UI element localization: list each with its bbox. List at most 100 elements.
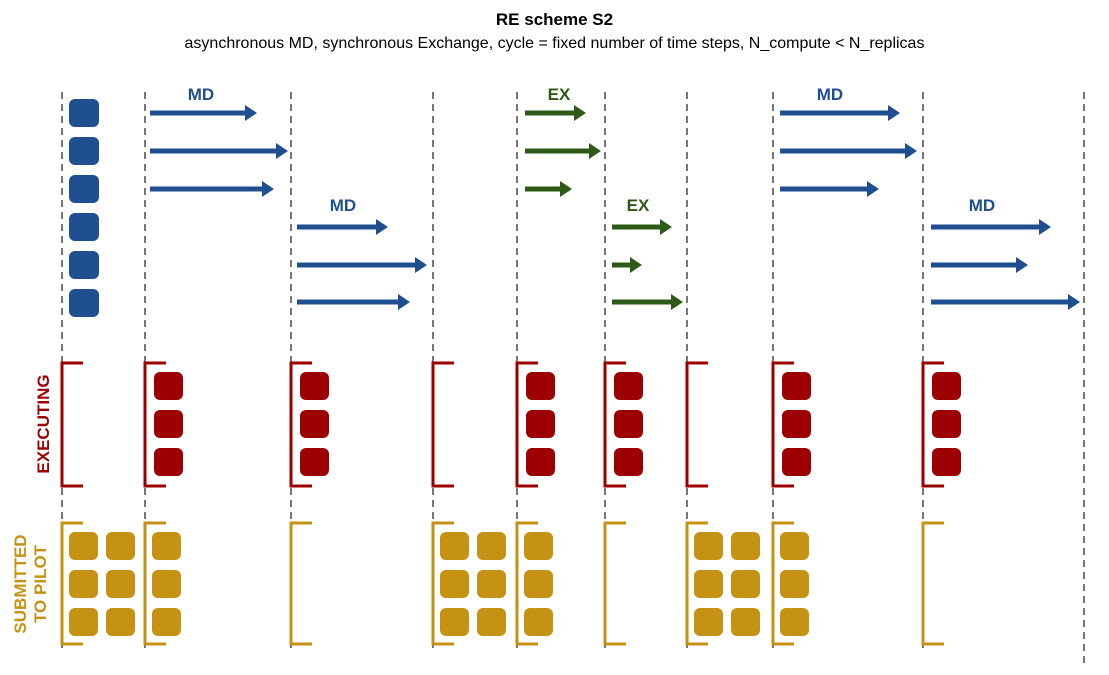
- submitted-row: [60, 521, 944, 646]
- submitted-block: [69, 570, 98, 598]
- phase-label-ex-1: EX: [548, 85, 571, 104]
- phase-arrow: [525, 143, 601, 159]
- arrow-head: [888, 105, 900, 121]
- executing-block: [526, 372, 555, 400]
- executing-block: [932, 410, 961, 438]
- executing-block: [932, 448, 961, 476]
- arrow-head: [574, 105, 586, 121]
- phase-arrow: [612, 294, 683, 310]
- phase-arrow: [150, 181, 274, 197]
- replica-block: [69, 137, 99, 165]
- phase-label-md-3: MD: [817, 85, 843, 104]
- submitted-bracket: [771, 521, 794, 646]
- executing-block: [614, 372, 643, 400]
- arrow-head: [560, 181, 572, 197]
- submitted-block: [694, 608, 723, 636]
- executing-block: [782, 372, 811, 400]
- executing-bracket: [289, 361, 312, 488]
- submitted-block: [106, 532, 135, 560]
- submitted-block: [477, 570, 506, 598]
- submitted-block: [440, 532, 469, 560]
- executing-bracket: [60, 361, 83, 488]
- arrow-head: [398, 294, 410, 310]
- phase-arrow: [297, 219, 388, 235]
- submitted-block: [731, 570, 760, 598]
- executing-bracket: [603, 361, 626, 488]
- executing-block: [154, 372, 183, 400]
- submitted-block: [780, 532, 809, 560]
- time-dividers: [61, 92, 1085, 668]
- submitted-block: [524, 570, 553, 598]
- executing-block: [154, 410, 183, 438]
- arrow-head: [630, 257, 642, 273]
- arrow-head: [262, 181, 274, 197]
- phase-arrow: [931, 219, 1051, 235]
- executing-bracket: [143, 361, 166, 488]
- arrow-head: [376, 219, 388, 235]
- phase-arrow: [612, 257, 642, 273]
- arrow-head: [1039, 219, 1051, 235]
- executing-block: [782, 410, 811, 438]
- submitted-bracket: [921, 521, 944, 646]
- arrow-head: [1016, 257, 1028, 273]
- phase-arrow: [297, 257, 427, 273]
- executing-bracket: [921, 361, 944, 488]
- submitted-block: [780, 570, 809, 598]
- phase-arrow: [297, 294, 410, 310]
- submitted-block: [731, 608, 760, 636]
- submitted-bracket: [60, 521, 83, 646]
- executing-block: [300, 410, 329, 438]
- executing-block: [300, 372, 329, 400]
- executing-block: [614, 448, 643, 476]
- submitted-block: [477, 532, 506, 560]
- phase-label-md-2: MD: [330, 196, 356, 215]
- phase-arrows: [150, 105, 1080, 310]
- executing-block: [782, 448, 811, 476]
- executing-row: [60, 361, 961, 488]
- submitted-bracket: [515, 521, 538, 646]
- replica-block: [69, 99, 99, 127]
- submitted-block: [524, 608, 553, 636]
- phase-label-md-1: MD: [188, 85, 214, 104]
- submitted-block: [477, 608, 506, 636]
- submitted-block: [152, 570, 181, 598]
- arrow-head: [245, 105, 257, 121]
- submitted-block: [731, 532, 760, 560]
- submitted-block: [152, 608, 181, 636]
- replica-block: [69, 175, 99, 203]
- phase-arrow: [780, 181, 879, 197]
- arrow-head: [1068, 294, 1080, 310]
- replica-block: [69, 289, 99, 317]
- executing-block: [614, 410, 643, 438]
- submitted-bracket: [431, 521, 454, 646]
- executing-bracket: [431, 361, 454, 488]
- arrow-head: [671, 294, 683, 310]
- submitted-row-label-line1: SUBMITTED: [11, 534, 30, 633]
- submitted-bracket: [289, 521, 312, 646]
- arrow-head: [415, 257, 427, 273]
- executing-bracket: [685, 361, 708, 488]
- diagram-title: RE scheme S2: [495, 10, 614, 29]
- phase-arrow: [612, 219, 672, 235]
- arrow-head: [276, 143, 288, 159]
- submitted-bracket: [603, 521, 626, 646]
- executing-row-label: EXECUTING: [34, 374, 53, 473]
- submitted-bracket: [685, 521, 708, 646]
- replica-block: [69, 213, 99, 241]
- phase-arrow: [780, 143, 917, 159]
- replica-column: [69, 99, 99, 317]
- phase-label-ex-2: EX: [627, 196, 650, 215]
- executing-block: [526, 448, 555, 476]
- phase-arrow: [931, 294, 1080, 310]
- submitted-block: [780, 608, 809, 636]
- arrow-head: [660, 219, 672, 235]
- submitted-bracket: [143, 521, 166, 646]
- diagram-subtitle: asynchronous MD, synchronous Exchange, c…: [184, 35, 925, 52]
- submitted-block: [694, 532, 723, 560]
- submitted-block: [106, 608, 135, 636]
- executing-block: [932, 372, 961, 400]
- submitted-row-label-line2: TO PILOT: [31, 544, 50, 623]
- submitted-block: [69, 532, 98, 560]
- phase-arrow: [150, 105, 257, 121]
